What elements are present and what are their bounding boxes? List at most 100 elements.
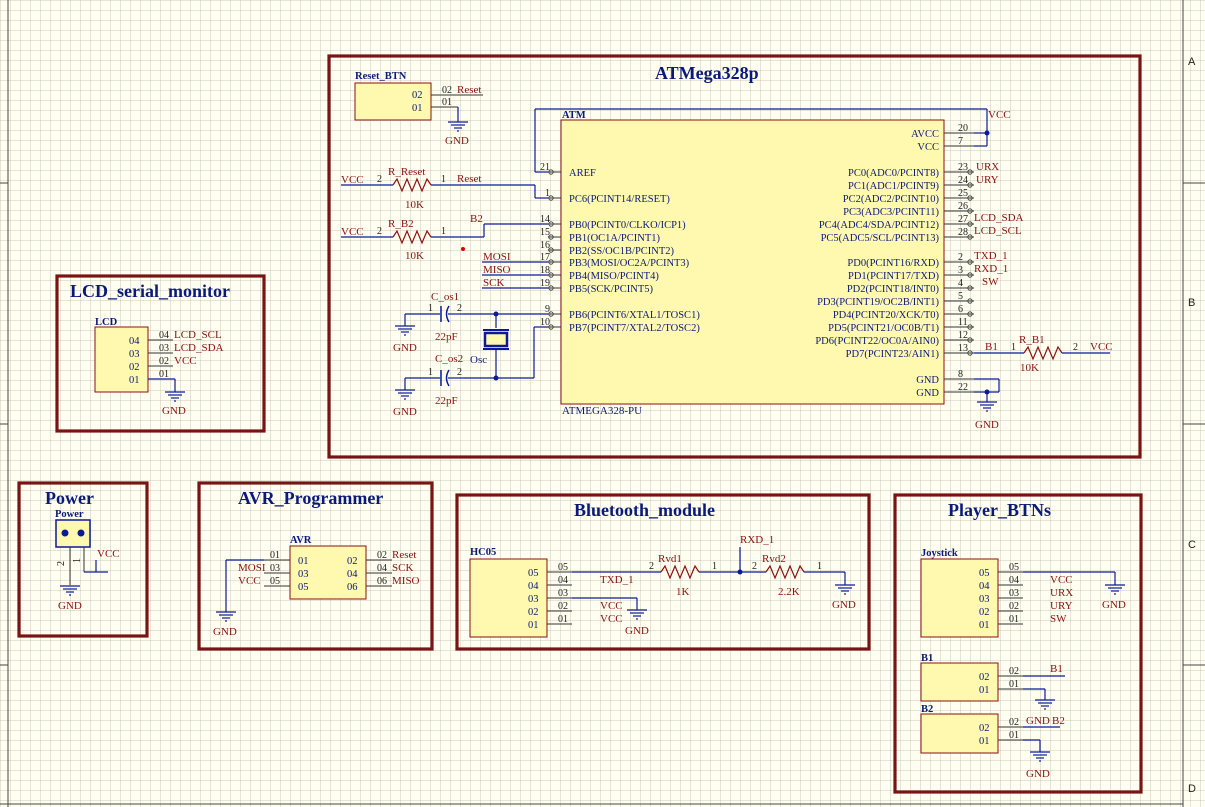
net-urx: URX: [976, 161, 999, 173]
net-mosi: MOSI: [483, 251, 511, 263]
resistor-r-b1[interactable]: R_B1 10K 1 2 VCC: [974, 334, 1113, 374]
mcu-net-gnd: GND: [975, 419, 999, 431]
mcu-right-pin-num: 8: [958, 369, 963, 380]
r-b1-pin-right: 2: [1073, 342, 1078, 353]
joy-pins-pin-label: 01: [979, 620, 990, 631]
r-reset-pin-right: 1: [441, 174, 446, 185]
mcu-right-pin-name: PD3(PCINT19/OC2B/INT1): [817, 297, 939, 308]
joy-pins-pin-label: 03: [979, 594, 990, 605]
mcu-right-pin-name: PD6(PCINT22/OC0A/AIN0): [815, 336, 939, 347]
avr-left-net: MOSI: [238, 562, 266, 574]
capacitor-c-os2[interactable]: C_os2 22pF 1 2 GND: [393, 353, 464, 418]
lcd-pins-pin-label: 01: [129, 375, 140, 386]
resistor-r-reset[interactable]: VCC 2 R_Reset 10K 1 Reset: [341, 166, 548, 211]
mcu-right-pin-num: 2: [958, 252, 963, 263]
r-b1-pin-left: 1: [1011, 342, 1016, 353]
avr-designator: AVR: [290, 535, 312, 546]
mcu-right-pin-num: 27: [958, 214, 968, 225]
c-os2-value: 22pF: [435, 395, 458, 407]
bt-rxd-net: RXD_1: [740, 534, 774, 546]
c-os1-pin2: 2: [457, 303, 462, 314]
border-row-c: C: [1188, 539, 1196, 551]
mcu-net-vcc: VCC: [988, 109, 1011, 121]
bluetooth-sheet-title: Bluetooth_module: [574, 500, 715, 520]
c-os2-ground-icon: [394, 389, 416, 400]
atmega-sheet[interactable]: ATMega328p Reset_BTN 02 01 02 01 Reset G…: [327, 54, 1142, 459]
avr-left-pin-label: 05: [298, 582, 309, 593]
mcu-designator: ATM: [562, 110, 586, 121]
lcd-pins-net: LCD_SCL: [174, 329, 222, 341]
mcu-left-pin-name: PB0(PCINT0/CLKO/ICP1): [569, 220, 686, 231]
net-sw: SW: [982, 276, 999, 288]
mcu-right-pin-name: GND: [916, 388, 939, 399]
mcu-left-pin-num: 1: [545, 188, 550, 199]
joy-pins-net: SW: [1050, 613, 1067, 625]
power-sheet[interactable]: Power Power 2 1 VCC GND: [17, 481, 149, 638]
bt-pins-pin-num: 03: [558, 588, 568, 599]
rvd1-pin-left: 2: [649, 561, 654, 572]
border-row-b: B: [1188, 297, 1195, 309]
mcu-right-pin-num: 28: [958, 227, 968, 238]
mcu-right-pin-name: PD1(PCINT17/TXD): [848, 271, 940, 282]
mcu-left-pin-num: 14: [540, 214, 550, 225]
mcu-right-pin-num: 26: [958, 201, 968, 212]
reset-button-component[interactable]: Reset_BTN 02 01 02 01 Reset GND: [354, 71, 483, 147]
avr-sheet-title: AVR_Programmer: [238, 488, 383, 508]
avr-left-pin-label: 03: [298, 569, 309, 580]
lcd-pins-pin-num: 04: [159, 330, 169, 341]
mcu-left-pin-name: AREF: [569, 168, 596, 179]
joy-pins-net: VCC: [1050, 574, 1073, 586]
r-reset-net-vcc: VCC: [341, 174, 364, 186]
mcu-right-pin-name: PC5(ADC5/SCL/PCINT13): [821, 233, 940, 244]
mcu-left-pin-name: PB6(PCINT6/XTAL1/TOSC1): [569, 310, 700, 321]
joy-pins-pin-label: 05: [979, 568, 990, 579]
mcu-left-pin-num: 9: [545, 304, 550, 315]
vcc-rail-wiring: VCC GND: [534, 108, 1011, 431]
crystal-oscillator[interactable]: Osc: [464, 311, 548, 381]
r-reset-pin-left: 2: [377, 174, 382, 185]
joy-pins-pin-label: 04: [979, 581, 990, 592]
mcu-left-pin-num: 10: [540, 317, 550, 328]
b2-ground-icon: [1029, 751, 1051, 762]
power-ground-icon: [59, 585, 81, 596]
atmega-chip[interactable]: ATM ATMEGA328-PU 21AREF1PC6(PCINT14/RESE…: [540, 110, 974, 417]
reset-btn-pin1-label: 01: [412, 103, 423, 114]
power-pin2: 2: [56, 561, 67, 566]
rvd2-pin-left: 2: [752, 561, 757, 572]
mcu-right-pin-num: 20: [958, 123, 968, 134]
mcu-left-pin-name: PB7(PCINT7/XTAL2/TOSC2): [569, 323, 700, 334]
mcu-right-pin-name: PD0(PCINT16/RXD): [847, 258, 939, 269]
mcu-right-pins: 20AVCC7VCC23PC0(ADC0/PCINT8)24PC1(ADC1/P…: [815, 123, 974, 399]
joy-pins-pin-num: 01: [1009, 614, 1019, 625]
capacitor-c-os1[interactable]: C_os1 22pF 1 2 GND: [393, 291, 464, 354]
reset-btn-pin2-num: 02: [442, 85, 452, 96]
mcu-left-pin-name: PC6(PCINT14/RESET): [569, 194, 670, 205]
c-os2-gnd: GND: [393, 406, 417, 418]
mcu-right-pin-num: 11: [958, 317, 968, 328]
b2-pins-pin-label: 02: [979, 723, 990, 734]
mcu-left-pin-num: 17: [540, 252, 550, 263]
resistor-r-b2[interactable]: VCC 2 R_B2 10K 1 B2: [341, 213, 548, 262]
osc-designator: Osc: [470, 354, 487, 366]
bt-pins-pin-num: 04: [558, 575, 568, 586]
joystick-ground-icon: [1104, 584, 1126, 595]
lcd-pins-net: VCC: [174, 355, 197, 367]
c-os1-value: 22pF: [435, 331, 458, 343]
bt-pins-pin-label: 02: [528, 607, 539, 618]
border-row-d: D: [1188, 783, 1196, 795]
border-row-a: A: [1188, 56, 1196, 68]
mcu-right-pin-num: 3: [958, 265, 963, 276]
mcu-right-pin-num: 7: [958, 136, 963, 147]
avr-gnd-label: GND: [213, 626, 237, 638]
mcu-right-pin-name: PC4(ADC4/SDA/PCINT12): [819, 220, 940, 231]
avr-right-pin-label: 04: [347, 569, 358, 580]
net-miso: MISO: [483, 264, 511, 276]
b1-pins-pin-num: 01: [1009, 679, 1019, 690]
joy-pins-net: URX: [1050, 587, 1073, 599]
